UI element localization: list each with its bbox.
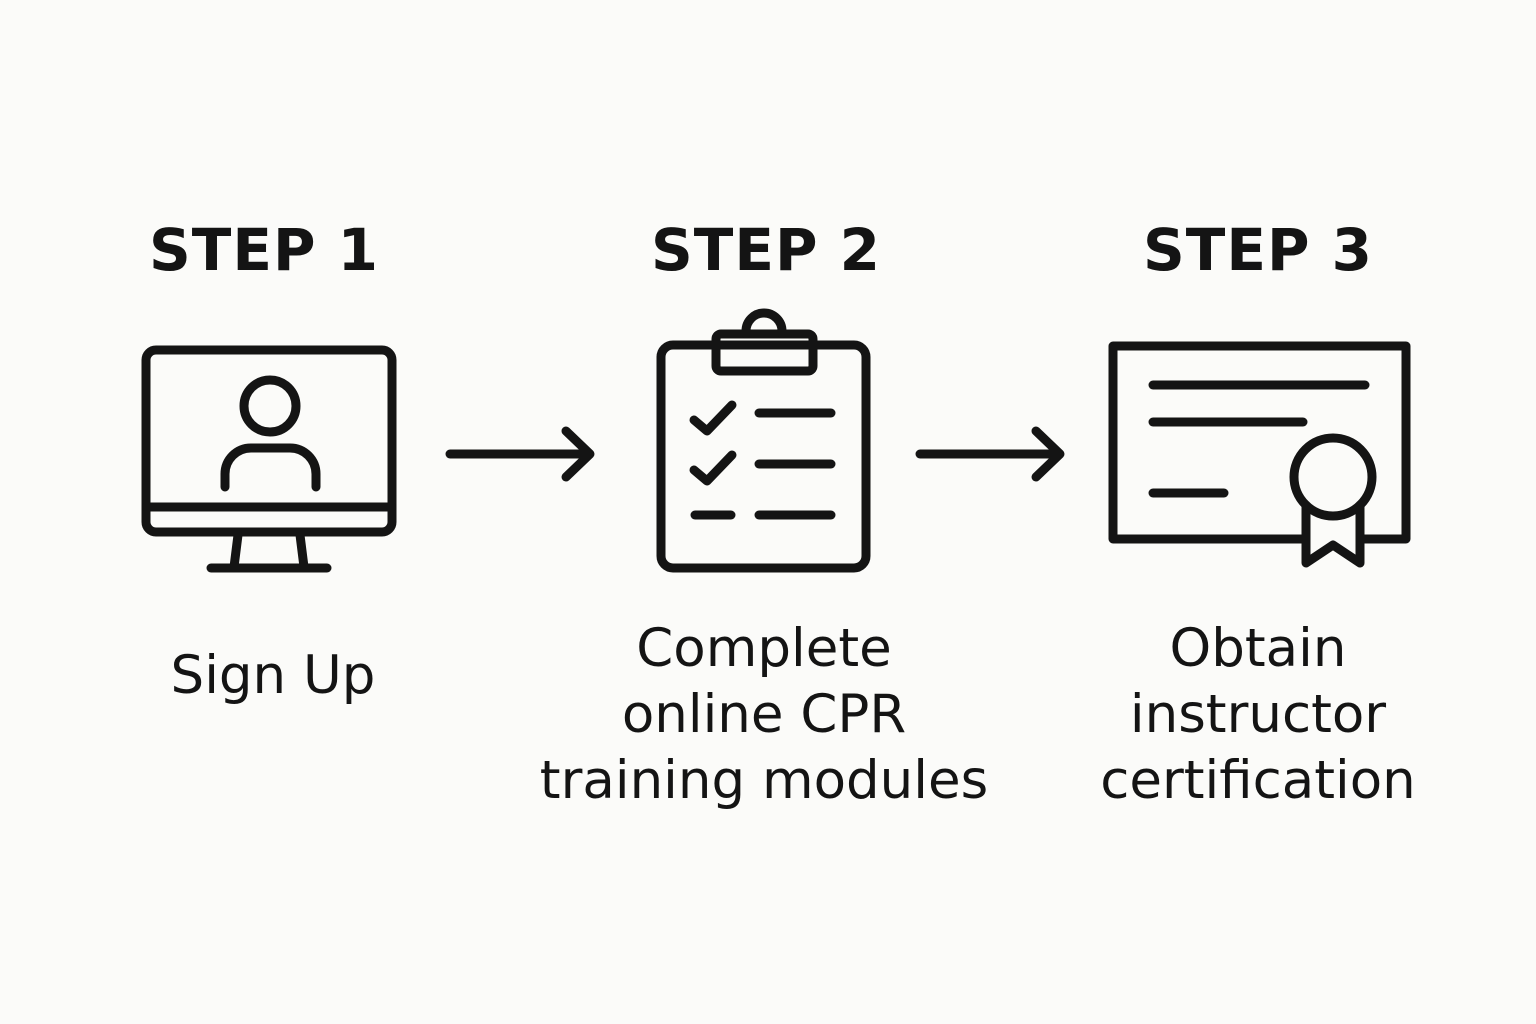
step-2-label-line: training modules (539, 750, 989, 811)
step-2-label-line: Complete (636, 618, 892, 679)
step-1-title: STEP 1 (148, 216, 379, 284)
step-1-label: Sign Up (13, 643, 533, 709)
step-3-label-line: instructor (1129, 684, 1387, 745)
step-2-title: STEP 2 (650, 216, 881, 284)
step-2-label-line: online CPR (621, 684, 907, 745)
step-3-label-line: Obtain (1169, 618, 1347, 679)
step-1-label-line: Sign Up (170, 645, 376, 706)
step-3-label-line: certification (1100, 750, 1416, 811)
step-3-label: Obtain instructor certification (998, 616, 1518, 814)
step-3-title: STEP 3 (1142, 216, 1373, 284)
step-2-label: Complete online CPR training modules (504, 616, 1024, 814)
